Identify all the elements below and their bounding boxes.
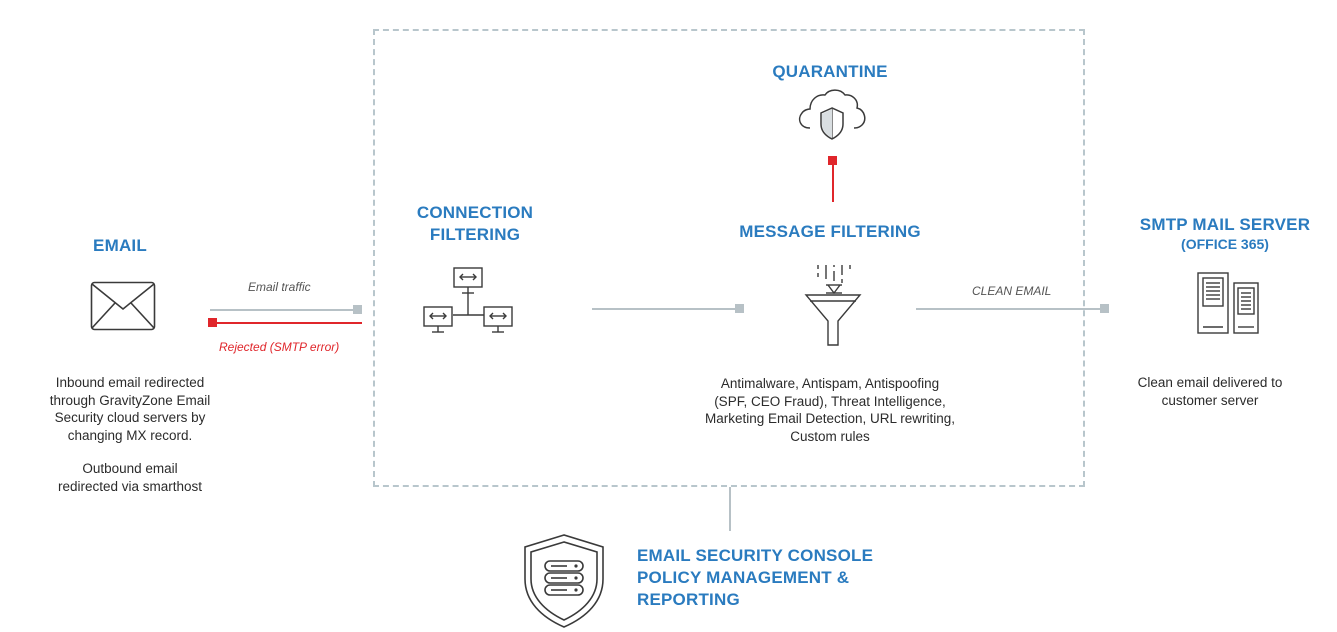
connection-filtering-title-line: FILTERING xyxy=(429,225,521,244)
smtp-desc-line: customer server xyxy=(1161,392,1259,408)
network-icon xyxy=(423,267,513,333)
console-title-line: EMAIL SECURITY CONSOLE xyxy=(637,546,874,565)
connection-filtering-title-line: CONNECTION xyxy=(416,203,534,222)
email-desc-line: Inbound email redirected xyxy=(55,375,205,390)
clean-email-label: CLEAN EMAIL xyxy=(972,284,1052,298)
rejected-arrow xyxy=(212,322,362,324)
quarantine-arrow-end xyxy=(828,156,837,165)
smtp-desc-line: Clean email delivered to xyxy=(1137,375,1283,390)
console-title-line: POLICY MANAGEMENT & xyxy=(637,568,850,587)
quarantine-title: QUARANTINE xyxy=(772,62,888,81)
email-traffic-arrow xyxy=(210,309,355,311)
email-traffic-label: Email traffic xyxy=(248,280,311,294)
email-title: EMAIL xyxy=(93,236,147,255)
email-desc-line: changing MX record. xyxy=(67,427,193,443)
smtp-description: Clean email delivered to customer server xyxy=(1120,374,1300,409)
connection-to-message-arrow-end xyxy=(735,304,744,313)
email-desc-line: redirected via smarthost xyxy=(57,478,203,494)
quarantine-arrow xyxy=(832,160,834,202)
message-filtering-desc-line: Antimalware, Antispam, Antispoofing xyxy=(720,376,940,391)
cloud-shield-icon xyxy=(798,89,866,140)
email-description: Inbound email redirected through Gravity… xyxy=(20,374,240,495)
server-icon xyxy=(1197,272,1259,334)
clean-email-arrow-end xyxy=(1100,304,1109,313)
email-desc-line: through GravityZone Email xyxy=(49,392,211,408)
console-connector xyxy=(729,487,731,531)
email-security-boundary xyxy=(373,29,1085,487)
email-desc-line: Security cloud servers by xyxy=(54,410,206,425)
rejected-arrow-end xyxy=(208,318,217,327)
smtp-subtitle: (OFFICE 365) xyxy=(1181,236,1269,252)
connection-to-message-arrow xyxy=(592,308,737,310)
message-filtering-desc-line: Custom rules xyxy=(790,428,870,444)
clean-email-arrow xyxy=(916,308,1102,310)
message-filtering-desc-line: (SPF, CEO Fraud), Threat Intelligence, xyxy=(714,393,946,409)
envelope-icon xyxy=(90,281,156,331)
message-filtering-desc-line: Marketing Email Detection, URL rewriting… xyxy=(704,411,956,426)
connection-filtering-title: CONNECTION FILTERING xyxy=(400,202,550,246)
email-desc-line: Outbound email xyxy=(82,461,178,476)
rejected-label: Rejected (SMTP error) xyxy=(219,340,340,354)
smtp-title: SMTP MAIL SERVER xyxy=(1139,215,1311,234)
shield-database-icon xyxy=(524,534,604,628)
email-traffic-arrow-end xyxy=(353,305,362,314)
funnel-icon xyxy=(804,265,862,346)
console-title: EMAIL SECURITY CONSOLE POLICY MANAGEMENT… xyxy=(637,545,873,611)
console-title-line: REPORTING xyxy=(637,590,740,609)
message-filtering-title: MESSAGE FILTERING xyxy=(739,222,921,241)
message-filtering-description: Antimalware, Antispam, Antispoofing (SPF… xyxy=(660,375,1000,445)
